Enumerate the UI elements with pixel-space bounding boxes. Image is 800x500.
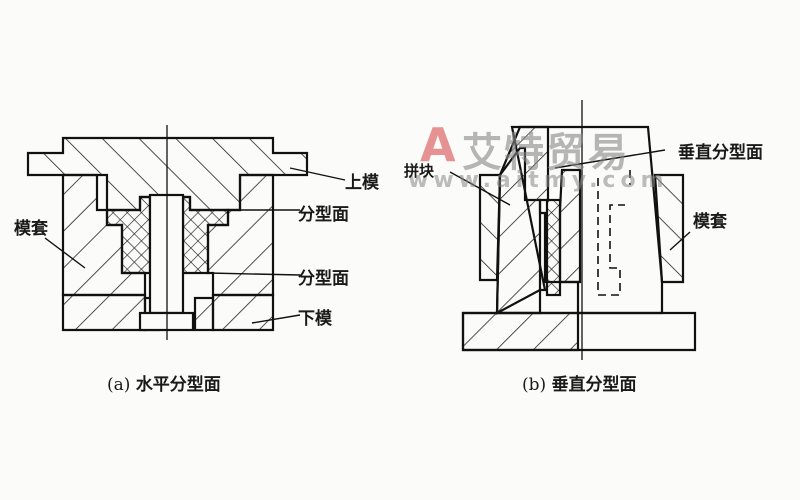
lower-die <box>61 293 147 332</box>
label-vertical-parting-surface: 垂直分型面 <box>678 143 763 163</box>
caption-b-text: 垂直分型面 <box>551 375 637 395</box>
label-parting-surface-1: 分型面 <box>298 205 349 225</box>
label-parting-surface-2: 分型面 <box>298 269 349 289</box>
caption-a-prefix: (a) <box>107 375 131 395</box>
watermark-logo: A <box>420 118 456 172</box>
caption-a-text: 水平分型面 <box>135 375 221 395</box>
figure-b-vertical-parting <box>449 100 697 360</box>
caption-b: (b) 垂直分型面 <box>522 370 637 395</box>
watermark-brand: 艾特贸易 <box>462 130 630 176</box>
forging <box>545 198 562 297</box>
caption-a: (a) 水平分型面 <box>107 370 221 395</box>
label-upper-die: 上模 <box>345 173 379 193</box>
label-die-sleeve-b: 模套 <box>693 212 727 232</box>
label-die-sleeve-a: 模套 <box>14 219 48 239</box>
label-lower-die: 下模 <box>298 309 332 329</box>
label-insert-block: 拼块 <box>404 162 435 180</box>
figure-a-horizontal-parting <box>26 125 346 340</box>
caption-b-prefix: (b) <box>522 375 547 395</box>
watermark-url: www.aitmy.com <box>408 168 669 193</box>
forging-right <box>181 195 230 275</box>
